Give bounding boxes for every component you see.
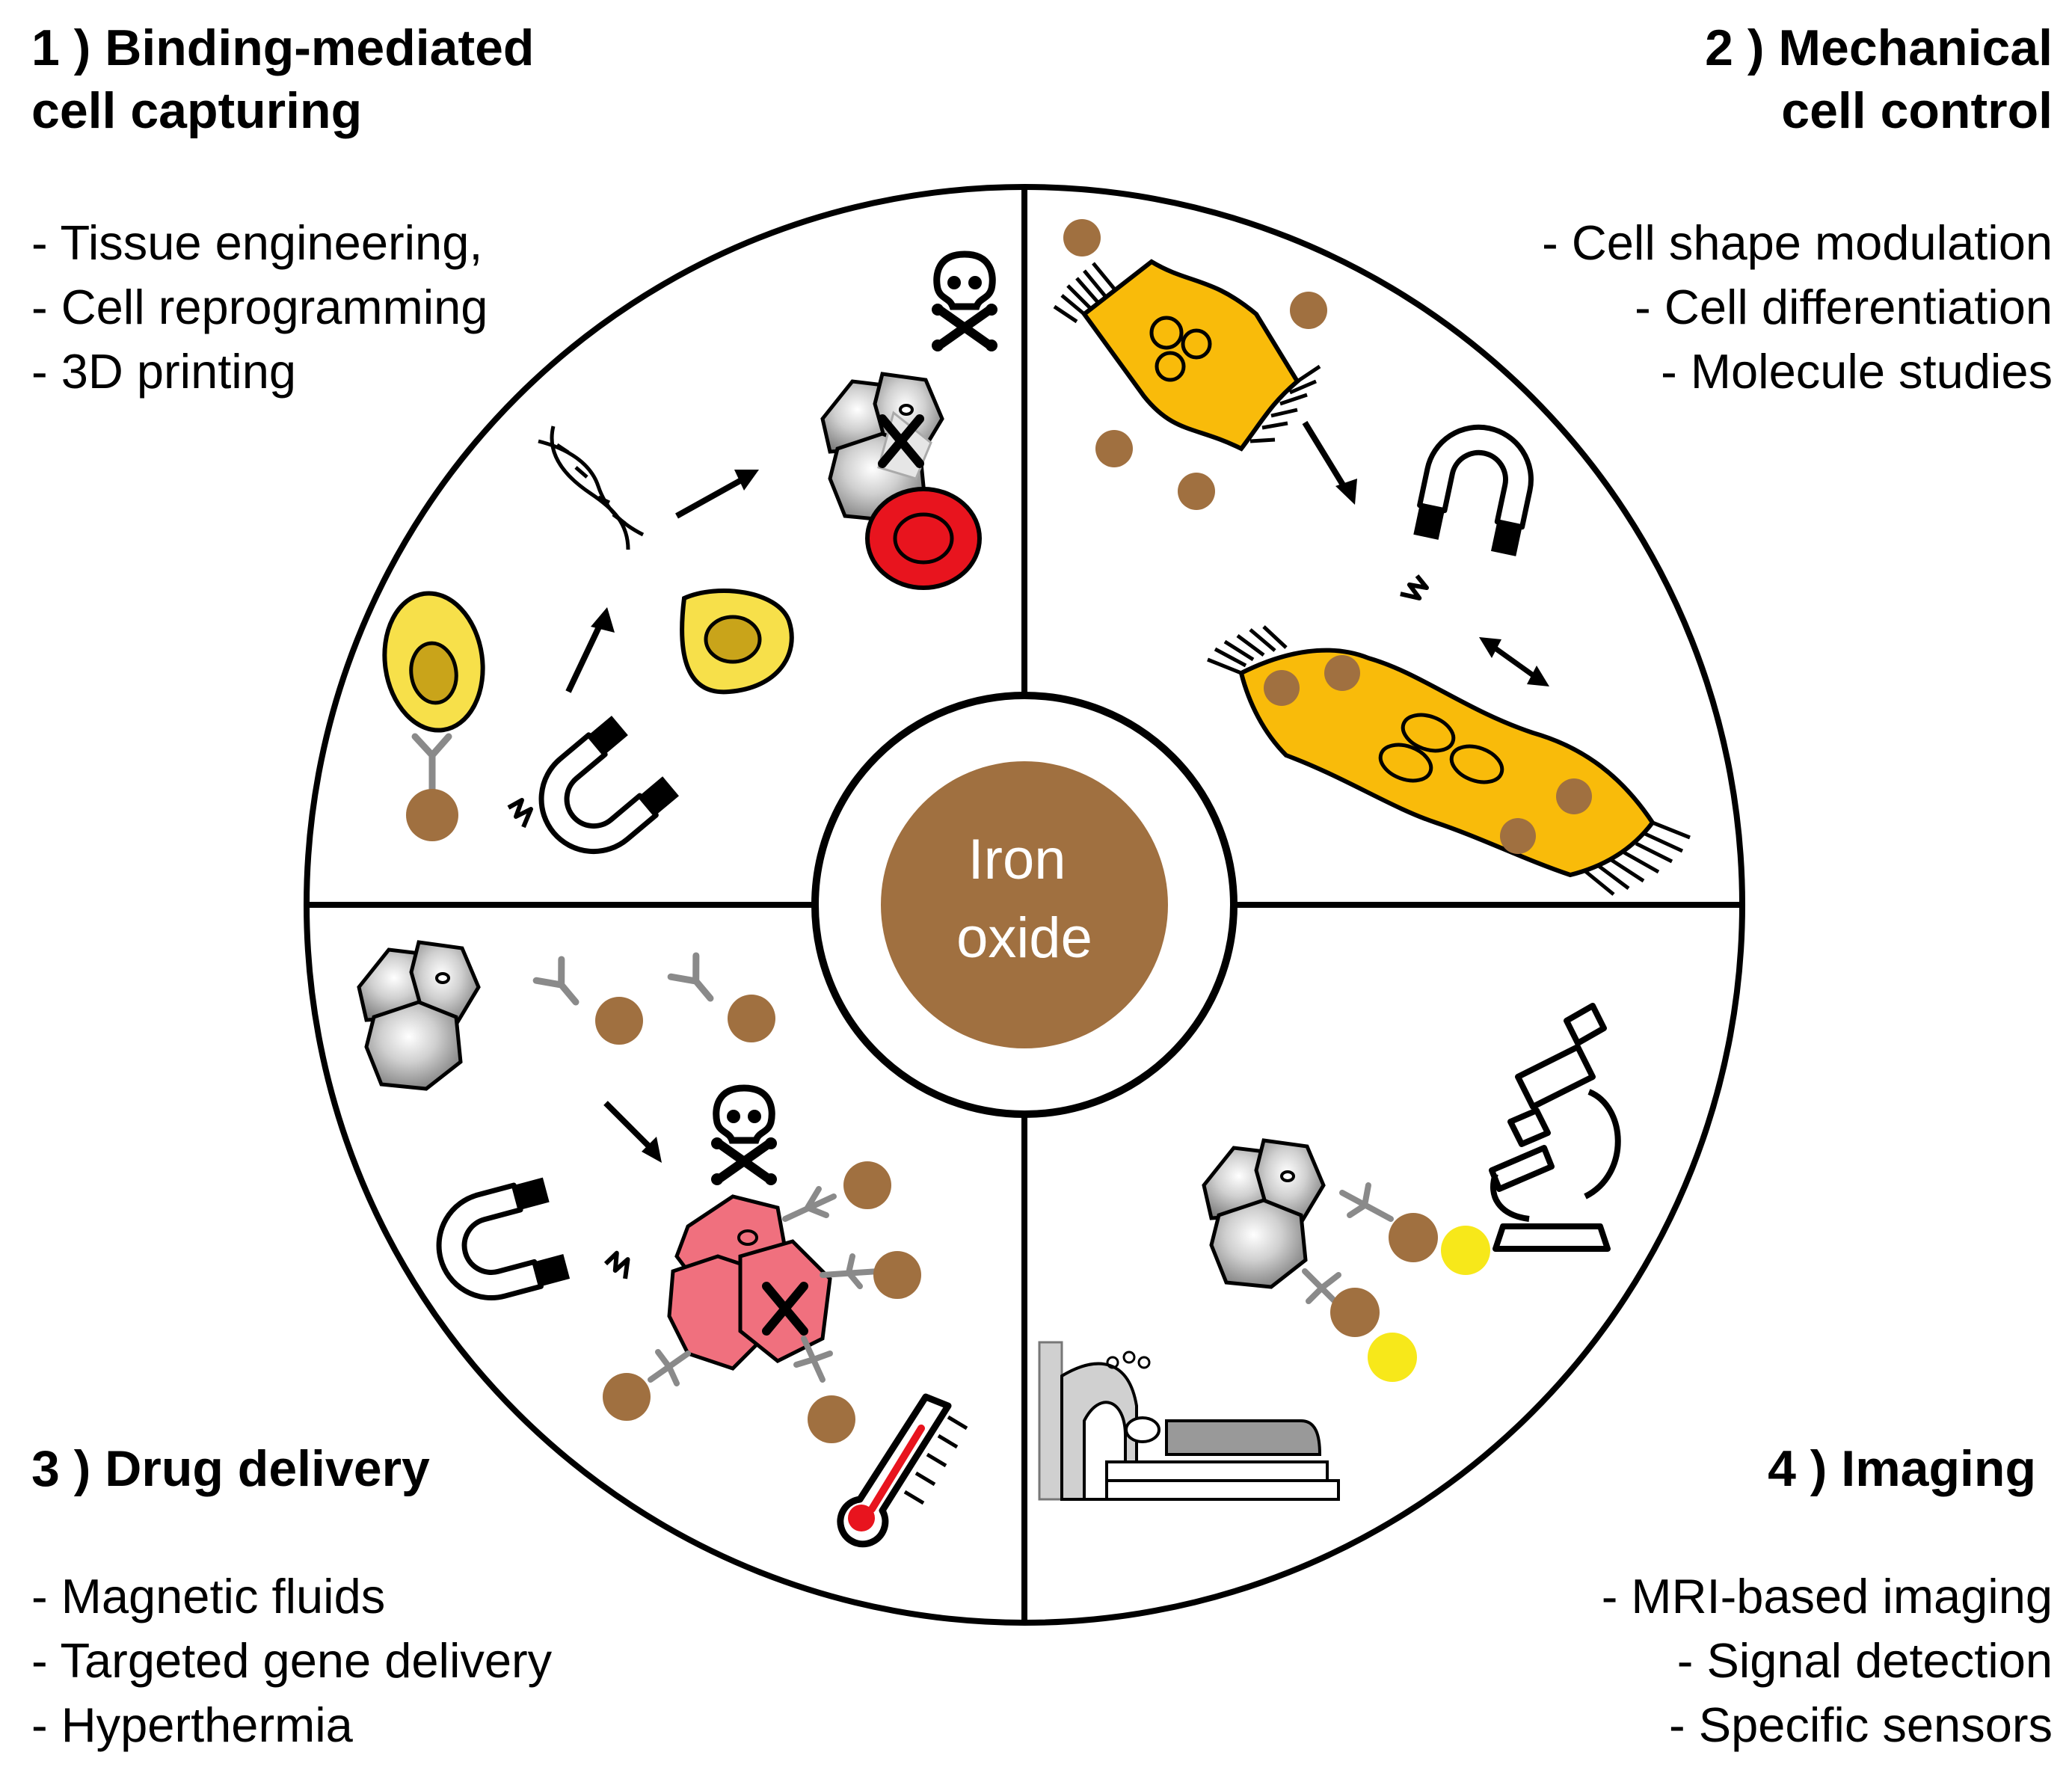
- q4-illustration: [1038, 1003, 1621, 1501]
- iron-oxide-bead: [1063, 219, 1101, 256]
- iron-oxide-bead: [595, 997, 643, 1045]
- iron-oxide-bead: [1290, 292, 1327, 329]
- iron-oxide-bead: [1330, 1288, 1380, 1337]
- dna-icon: [538, 425, 645, 550]
- q4-item: - Specific sensors: [1669, 1697, 2053, 1752]
- center-label-line1: Iron: [968, 828, 1066, 891]
- q3-item: - Targeted gene delivery: [31, 1633, 553, 1688]
- q1-item: - 3D printing: [31, 344, 297, 399]
- arrow-icon: [603, 1101, 653, 1150]
- center-label-line2: oxide: [956, 906, 1092, 970]
- q1-title: 1 ) Binding-mediated cell capturing: [31, 16, 534, 142]
- q4-title: 4 ) Imaging: [1768, 1437, 2036, 1500]
- microscope-icon: [1489, 1003, 1621, 1252]
- cross-icon: [878, 414, 924, 468]
- q4-title-line: 4 ) Imaging: [1768, 1440, 2036, 1497]
- q4-items: - MRI-based imaging - Signal detection -…: [1602, 1564, 2053, 1757]
- q1-items: - Tissue engineering, - Cell reprogrammi…: [31, 211, 488, 404]
- antibody-icon: [411, 733, 452, 796]
- cell-nucleus: [704, 615, 762, 664]
- q3-title-line: 3 ) Drug delivery: [31, 1440, 430, 1497]
- q3-items: - Magnetic fluids - Targeted gene delive…: [31, 1564, 552, 1757]
- q3-illustration: [359, 942, 968, 1548]
- cross-icon: [762, 1282, 808, 1336]
- iron-oxide-bead: [728, 995, 775, 1042]
- q2-title-line: 2 ) Mechanical: [1705, 19, 2053, 76]
- arrow-icon: [675, 476, 746, 519]
- iron-oxide-particle: [881, 761, 1168, 1048]
- q3-title: 3 ) Drug delivery: [31, 1437, 430, 1500]
- q1-item: - Tissue engineering,: [31, 215, 483, 270]
- orange-cell-small: [1053, 259, 1321, 452]
- signal-particle: [1441, 1226, 1490, 1275]
- q2-illustration: [1053, 219, 1691, 896]
- q2-item: - Cell differentiation: [1635, 280, 2053, 334]
- red-blood-cell: [865, 487, 982, 590]
- q2-items: - Cell shape modulation - Cell different…: [1542, 211, 2053, 404]
- q3-item: - Magnetic fluids: [31, 1569, 386, 1623]
- double-arrow-icon: [1486, 641, 1543, 683]
- mri-scanner-icon: [1038, 1341, 1340, 1501]
- q1-item: - Cell reprogramming: [31, 280, 488, 334]
- iron-oxide-bead: [1178, 473, 1215, 510]
- q2-item: - Molecule studies: [1661, 344, 2053, 399]
- q3-item: - Hyperthermia: [31, 1697, 353, 1752]
- q2-title: 2 ) Mechanical cell control: [1705, 16, 2053, 142]
- q2-item: - Cell shape modulation: [1542, 215, 2053, 270]
- orange-cell-stretched: [1207, 625, 1691, 896]
- thermometer-icon: [837, 1393, 968, 1548]
- iron-oxide-bead: [406, 789, 458, 841]
- q2-title-line: cell control: [1781, 82, 2053, 139]
- arrow-icon: [565, 619, 605, 693]
- pink-cell-cluster: [603, 1161, 921, 1443]
- cell-nucleus: [409, 641, 458, 705]
- q1-title-line: cell capturing: [31, 82, 363, 139]
- q4-item: - MRI-based imaging: [1601, 1569, 2053, 1623]
- arrow-icon: [1302, 420, 1349, 492]
- signal-particle: [1368, 1333, 1417, 1382]
- q1-title-line: 1 ) Binding-mediated: [31, 19, 535, 76]
- q1-illustration: [382, 254, 997, 873]
- iron-oxide-bead: [1095, 430, 1133, 467]
- q4-item: - Signal detection: [1676, 1633, 2053, 1688]
- iron-oxide-bead: [1389, 1213, 1438, 1262]
